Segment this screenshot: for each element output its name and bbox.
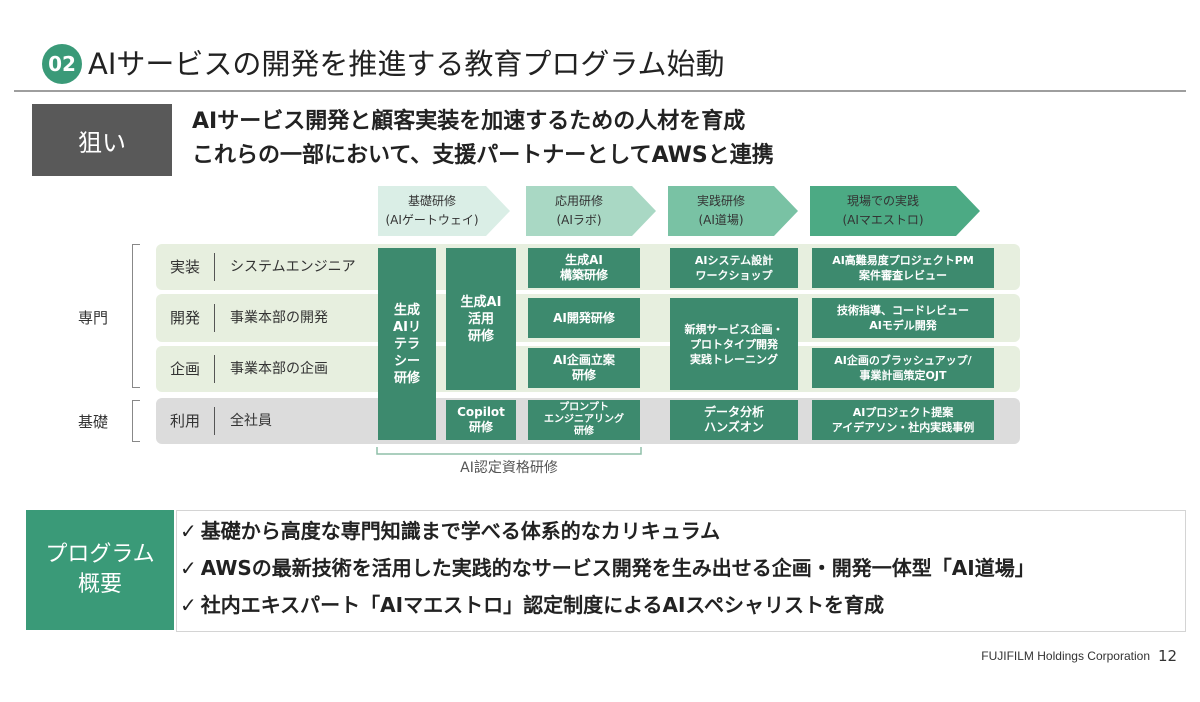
course-genai-build: 生成AI 構築研修: [528, 248, 640, 288]
row-category-development: 開発: [170, 309, 201, 327]
row-target-usage: 全社員: [230, 413, 272, 429]
course-ai-system-workshop: AIシステム設計 ワークショップ: [670, 248, 798, 288]
course-brushup: AI企画のブラッシュアップ/ 事業計画策定OJT: [812, 348, 994, 388]
row-target-planning: 事業本部の企画: [230, 361, 328, 377]
page-number: 12: [1158, 647, 1178, 665]
stage-basic: 基礎研修 (AIゲートウェイ): [378, 186, 510, 236]
row-separator: [214, 253, 215, 281]
course-project-proposal: AIプロジェクト提案 アイデアソン・社内実践事例: [812, 400, 994, 440]
stage-basic-sub: (AIゲートウェイ): [385, 213, 479, 227]
program-frame: [176, 510, 1186, 632]
section-number-badge: 02: [42, 44, 82, 84]
course-copilot: Copilot 研修: [446, 400, 516, 440]
page-title: AIサービスの開発を推進する教育プログラム始動: [88, 47, 725, 81]
aim-line-1: AIサービス開発と顧客実装を加速するための人材を育成: [192, 109, 746, 134]
course-genai-use: 生成AI 活用 研修: [446, 248, 516, 390]
stage-applied-name: 応用研修: [554, 194, 603, 208]
program-point-3: ✓社内エキスパート「AIマエストロ」認定制度によるAIスペシャリストを育成: [180, 593, 885, 617]
stage-practice-name: 実践研修: [696, 194, 745, 208]
course-ai-dev: AI開発研修: [528, 298, 640, 338]
course-ai-plan: AI企画立案 研修: [528, 348, 640, 388]
course-prompt-engineering: プロンプト エンジニアリング 研修: [528, 400, 640, 440]
stage-practice-sub: (AI道場): [698, 213, 744, 227]
row-category-planning: 企画: [170, 360, 201, 378]
row-separator: [214, 407, 215, 435]
course-genai-literacy: 生成 AIリ テラ シー 研修: [378, 248, 436, 440]
certification-bracket: [376, 447, 642, 455]
row-target-development: 事業本部の開発: [230, 310, 328, 326]
row-separator: [214, 355, 215, 383]
bracket-specialist: [132, 244, 140, 388]
check-icon: ✓: [180, 593, 197, 617]
stage-applied: 応用研修 (AIラボ): [526, 186, 656, 236]
stage-basic-name: 基礎研修: [407, 194, 456, 208]
side-label-specialist: 専門: [78, 309, 109, 327]
row-target-implementation: システムエンジニア: [230, 259, 356, 275]
stage-practice: 実践研修 (AI道場): [668, 186, 798, 236]
program-label: プログラム 概要: [26, 510, 174, 630]
stage-field-name: 現場での実践: [846, 194, 919, 208]
row-separator: [214, 304, 215, 332]
course-new-service-training: 新規サービス企画・ プロトタイプ開発 実践トレーニング: [670, 298, 798, 390]
aim-label: 狙い: [32, 104, 172, 176]
side-label-basic: 基礎: [78, 413, 109, 431]
certification-label: AI認定資格研修: [460, 460, 558, 476]
program-point-2: ✓AWSの最新技術を活用した実践的なサービス開発を生み出せる企画・開発一体型「A…: [180, 556, 1035, 580]
check-icon: ✓: [180, 556, 197, 580]
course-tech-guidance: 技術指導、コードレビュー AIモデル開発: [812, 298, 994, 338]
course-advanced-pm: AI高難易度プロジェクトPM 案件審査レビュー: [812, 248, 994, 288]
bracket-basic: [132, 400, 140, 442]
stage-field: 現場での実践 (AIマエストロ): [810, 186, 980, 236]
row-category-usage: 利用: [170, 412, 201, 430]
aim-line-2: これらの一部において、支援パートナーとしてAWSと連携: [192, 143, 774, 168]
stage-applied-sub: (AIラボ): [556, 213, 602, 227]
row-category-implementation: 実装: [170, 258, 201, 276]
footer-company: FUJIFILM Holdings Corporation: [981, 649, 1150, 663]
title-divider: [14, 90, 1186, 92]
course-data-analysis: データ分析 ハンズオン: [670, 400, 798, 440]
program-point-1: ✓基礎から高度な専門知識まで学べる体系的なカリキュラム: [180, 519, 721, 543]
check-icon: ✓: [180, 519, 197, 543]
stage-field-sub: (AIマエストロ): [842, 213, 924, 227]
